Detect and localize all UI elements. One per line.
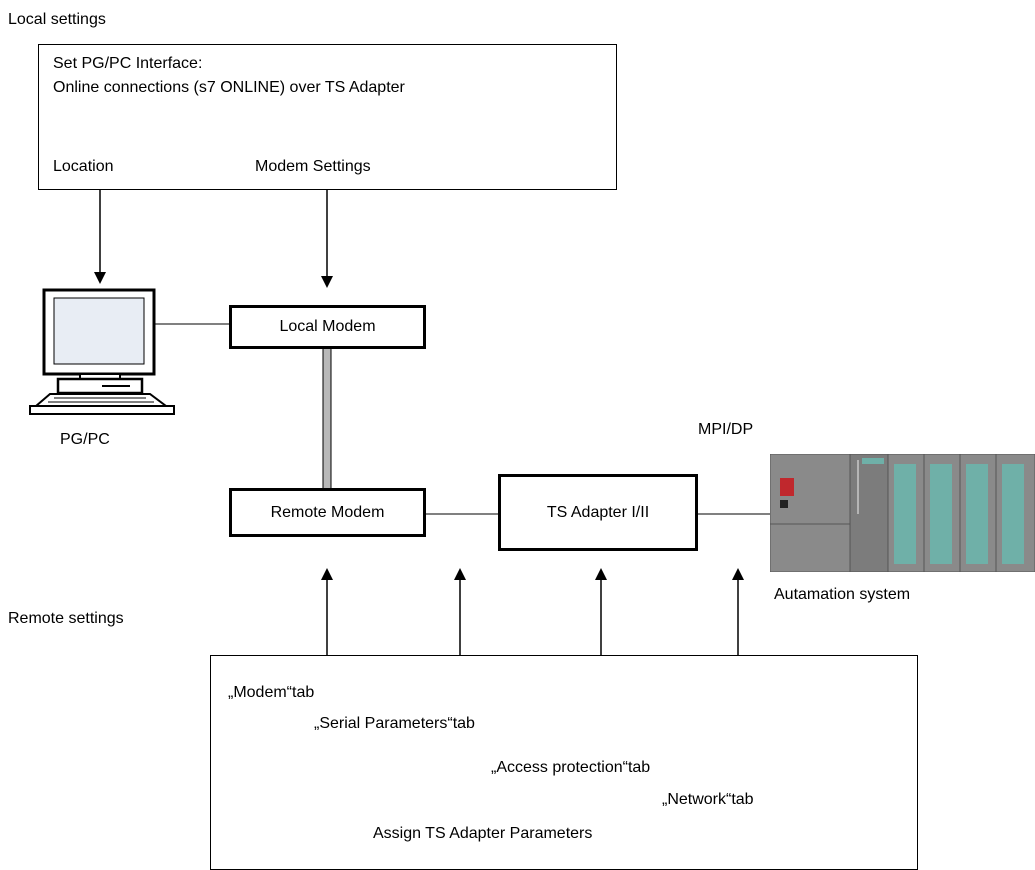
access-protection-tab-label: „Access protection“tab <box>491 759 651 776</box>
modem-settings-label: Modem Settings <box>255 158 371 175</box>
remote-modem-label: Remote Modem <box>270 503 385 521</box>
local-settings-box <box>38 44 617 190</box>
mpi-dp-label: MPI/DP <box>698 421 754 438</box>
local-modem-box: Local Modem <box>229 305 426 349</box>
ts-adapter-box: TS Adapter I/II <box>498 474 698 551</box>
ts-adapter-label: TS Adapter I/II <box>546 503 650 521</box>
pc-icon <box>29 288 175 415</box>
serial-parameters-tab-label: „Serial Parameters“tab <box>314 715 475 732</box>
location-label: Location <box>53 158 114 175</box>
interface-line-1: Set PG/PC Interface: <box>53 55 203 72</box>
network-tab-label: „Network“tab <box>662 791 754 808</box>
pc-label: PG/PC <box>60 431 110 448</box>
assign-parameters-label: Assign TS Adapter Parameters <box>373 825 593 842</box>
local-settings-title: Local settings <box>8 11 106 28</box>
remote-modem-box: Remote Modem <box>229 488 426 537</box>
plc-icon <box>770 454 1035 572</box>
modem-link-cable <box>322 347 332 490</box>
interface-line-2: Online connections (s7 ONLINE) over TS A… <box>53 79 405 96</box>
remote-settings-title: Remote settings <box>8 610 124 627</box>
automation-system-label: Autamation system <box>774 586 911 603</box>
local-modem-label: Local Modem <box>279 318 376 335</box>
modem-tab-label: „Modem“tab <box>228 684 315 701</box>
remote-settings-box <box>210 655 918 870</box>
